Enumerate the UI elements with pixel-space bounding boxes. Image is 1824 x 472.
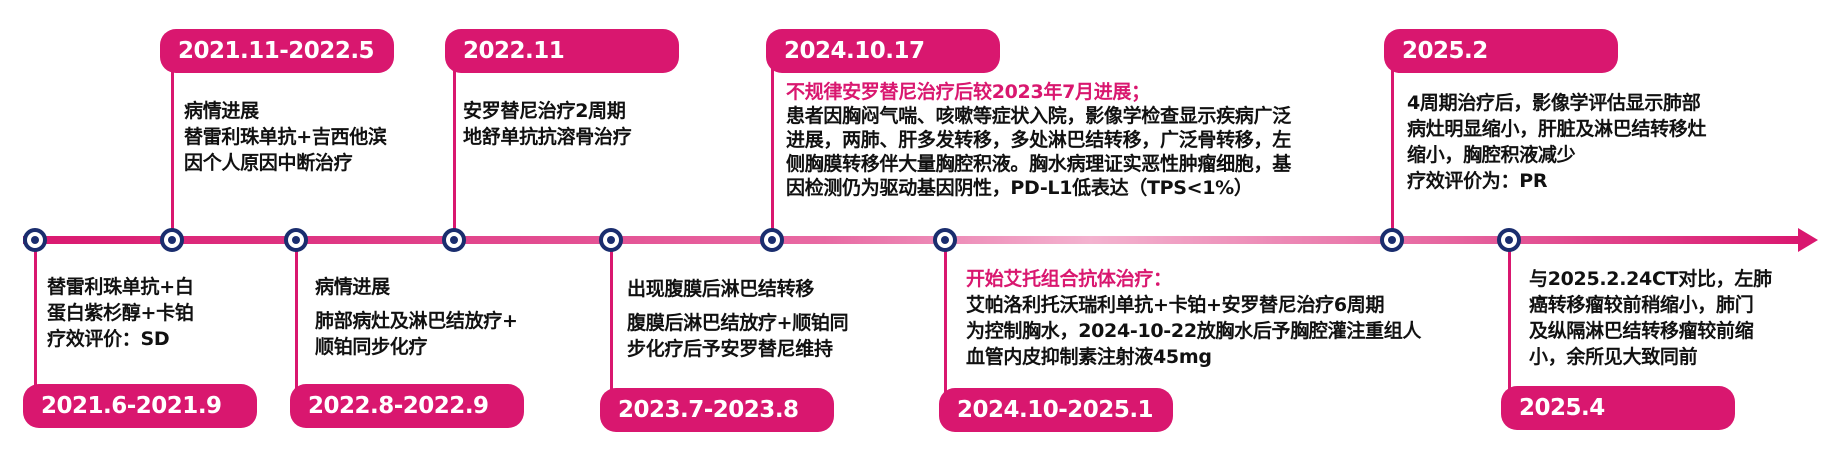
event-highlight: 不规律安罗替尼治疗后较2023年7月进展；	[786, 81, 1150, 103]
event-description: 不规律安罗替尼治疗后较2023年7月进展；患者因胸闷气喘、咳嗽等症状入院，影像学…	[786, 80, 1291, 200]
event-line: 为控制胸水，2024-10-22放胸水后予胸腔灌注重组人	[966, 320, 1422, 342]
event-description: 开始艾托组合抗体治疗： 艾帕洛利托沃瑞利单抗+卡铂+安罗替尼治疗6周期为控制胸水，…	[966, 266, 1421, 370]
date-label: 2022.11	[445, 29, 679, 73]
connector-line	[34, 244, 37, 394]
event-description: 4周期治疗后，影像学评估显示肺部病灶明显缩小，肝脏及淋巴结转移灶缩小，胸腔积液减…	[1407, 90, 1707, 194]
event-line: 侧胸膜转移伴大量胸腔积液。胸水病理证实恶性肿瘤细胞，基	[786, 153, 1291, 175]
date-label: 2021.11-2022.5	[160, 29, 394, 73]
event-line: 病灶明显缩小，肝脏及淋巴结转移灶	[1407, 118, 1707, 140]
event-line: 因检测仍为驱动基因阴性，PD-L1低表达（TPS<1%）	[786, 177, 1253, 199]
timeline-node-icon	[1380, 228, 1404, 252]
timeline-axis	[23, 236, 1803, 244]
event-line: 疗效评价：SD	[47, 328, 170, 350]
date-label: 2023.7-2023.8	[600, 388, 834, 432]
event-line: 替雷利珠单抗+白	[47, 276, 194, 298]
connector-line	[453, 65, 456, 236]
timeline-node-icon	[1497, 228, 1521, 252]
date-label: 2022.8-2022.9	[290, 384, 524, 428]
event-line: 顺铂同步化疗	[315, 336, 428, 358]
event-description: 替雷利珠单抗+白蛋白紫杉醇+卡铂疗效评价：SD	[47, 274, 194, 352]
event-description: 与2025.2.24CT对比，左肺癌转移瘤较前稍缩小，肺门及纵隔淋巴结转移瘤较前…	[1529, 266, 1772, 370]
date-label: 2025.2	[1384, 29, 1618, 73]
timeline-node-icon	[442, 228, 466, 252]
event-line: 血管内皮抑制素注射液45mg	[966, 346, 1212, 368]
connector-line	[771, 65, 774, 236]
connector-line	[171, 65, 174, 236]
event-description: 病情进展肺部病灶及淋巴结放疗+ 顺铂同步化疗	[315, 274, 518, 360]
timeline-node-icon	[760, 228, 784, 252]
event-line: 艾帕洛利托沃瑞利单抗+卡铂+安罗替尼治疗6周期	[966, 294, 1385, 316]
date-label: 2024.10.17	[766, 29, 1000, 73]
connector-line	[295, 244, 298, 394]
event-line: 癌转移瘤较前稍缩小，肺门	[1529, 294, 1754, 316]
event-highlight: 开始艾托组合抗体治疗：	[966, 268, 1172, 290]
event-line: 地舒单抗抗溶骨治疗	[463, 126, 632, 148]
event-line: 4周期治疗后，影像学评估显示肺部	[1407, 92, 1701, 114]
date-label: 2024.10-2025.1	[939, 388, 1173, 432]
timeline-node-icon	[160, 228, 184, 252]
event-line: 病情进展	[184, 100, 259, 122]
event-line: 缩小，胸腔积液减少	[1407, 144, 1576, 166]
event-line: 与2025.2.24CT对比，左肺	[1529, 268, 1772, 290]
timeline-node-icon	[599, 228, 623, 252]
event-line: 因个人原因中断治疗	[184, 152, 353, 174]
event-line: 替雷利珠单抗+吉西他滨	[184, 126, 387, 148]
event-line: 安罗替尼治疗2周期	[463, 100, 626, 122]
event-line: 小，余所见大致同前	[1529, 346, 1698, 368]
event-line: 患者因胸闷气喘、咳嗽等症状入院，影像学检查显示疾病广泛	[786, 105, 1291, 127]
event-description: 安罗替尼治疗2周期地舒单抗抗溶骨治疗	[463, 98, 632, 150]
event-line: 及纵隔淋巴结转移瘤较前缩	[1529, 320, 1754, 342]
timeline-node-icon	[933, 228, 957, 252]
event-line: 疗效评价为：PR	[1407, 170, 1548, 192]
event-line: 蛋白紫杉醇+卡铂	[47, 302, 194, 324]
timeline-node-icon	[23, 228, 47, 252]
event-line: 病情进展	[315, 276, 390, 298]
event-line: 进展，两肺、肝多发转移，多处淋巴结转移，广泛骨转移，左	[786, 129, 1291, 151]
event-line: 出现腹膜后淋巴结转移	[627, 278, 815, 300]
date-label: 2021.6-2021.9	[23, 384, 257, 428]
event-description: 出现腹膜后淋巴结转移腹膜后淋巴结放疗+顺铂同步化疗后予安罗替尼维持	[627, 276, 849, 362]
event-line: 腹膜后淋巴结放疗+顺铂同	[627, 312, 849, 334]
timeline-arrow-icon	[1798, 228, 1818, 252]
date-label: 2025.4	[1501, 386, 1735, 430]
timeline-node-icon	[284, 228, 308, 252]
connector-line	[1508, 244, 1511, 396]
connector-line	[1391, 65, 1394, 236]
event-description: 病情进展替雷利珠单抗+吉西他滨因个人原因中断治疗	[184, 98, 387, 176]
event-line: 肺部病灶及淋巴结放疗+	[315, 310, 518, 332]
event-line: 步化疗后予安罗替尼维持	[627, 338, 833, 360]
connector-line	[944, 244, 947, 398]
connector-line	[610, 244, 613, 398]
